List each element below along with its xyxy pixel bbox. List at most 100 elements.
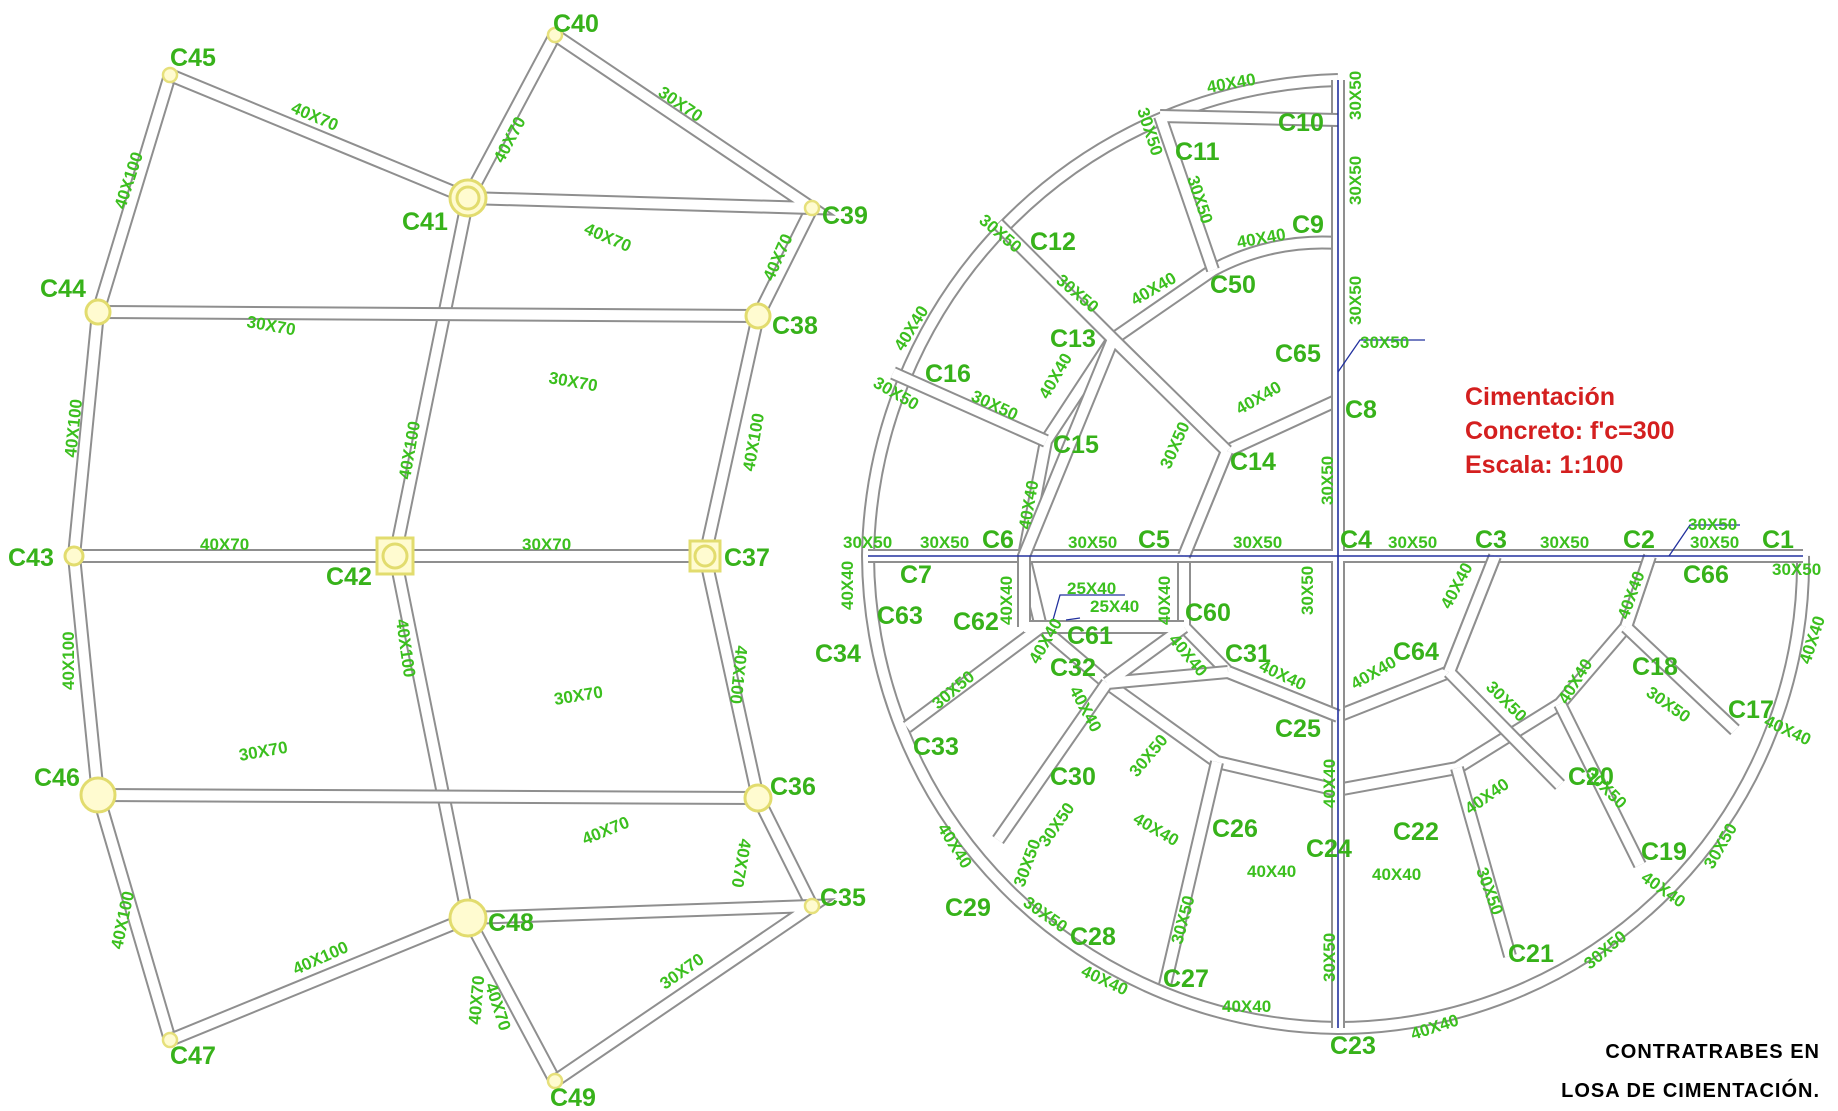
- column-label: C37: [724, 544, 770, 572]
- column-label: C31: [1225, 640, 1271, 668]
- column-label: C4: [1340, 526, 1372, 554]
- column-label: C21: [1508, 940, 1554, 968]
- beam-dimension-label: 30X50: [1346, 276, 1365, 325]
- column-node: [381, 542, 409, 570]
- column-label: C36: [770, 773, 816, 801]
- column-node: [803, 897, 821, 915]
- beam-dimension-label: 30X50: [1168, 894, 1199, 946]
- beam-dimension-label: 30X70: [237, 738, 289, 765]
- column-label: C5: [1138, 526, 1170, 554]
- column-label: C50: [1210, 271, 1256, 299]
- column-label: C64: [1393, 638, 1439, 666]
- beam-dimension-label: 30X50: [1688, 515, 1737, 534]
- column-label: C63: [877, 602, 923, 630]
- beam-dimension-label: 30X50: [1156, 419, 1193, 472]
- beam-dimension-label: 40X40: [1222, 997, 1271, 1016]
- column-labels: C40 C45 C41 C39 C44 C38 C43 C42 C37 C46 …: [8, 10, 1794, 1111]
- beam-dimension-label: 40X100: [59, 631, 78, 690]
- column-label: C40: [553, 10, 599, 38]
- beam-dimension-label: 40X70: [579, 813, 632, 849]
- beam-dimension-label: 30X50: [1472, 865, 1507, 918]
- beam-dimension-label: 40X100: [739, 412, 768, 473]
- column-label: C34: [815, 640, 861, 668]
- column-label: C3: [1475, 526, 1507, 554]
- beam-dimension-label: 30X50: [1540, 533, 1589, 552]
- column-node: [448, 898, 488, 938]
- column-label: C27: [1163, 965, 1209, 993]
- note-concrete: Concreto: f'c=300: [1465, 417, 1675, 445]
- column-label: C44: [40, 275, 86, 303]
- column-label: C16: [925, 360, 971, 388]
- column-label: C24: [1306, 835, 1352, 863]
- column-node: [743, 783, 773, 813]
- column-label: C7: [900, 561, 932, 589]
- beam-dimension-label: 25X40: [1067, 579, 1116, 598]
- beam-dimension-label: 40X70: [200, 535, 249, 554]
- column-label: C29: [945, 894, 991, 922]
- beam-dimension-label: 30X70: [553, 682, 605, 708]
- column-node: [546, 1072, 564, 1090]
- beam-dimension-label: 30X50: [1360, 333, 1409, 352]
- beam-dimension-label: 30X50: [1690, 533, 1739, 552]
- column-label: C62: [953, 608, 999, 636]
- column-node: [161, 66, 179, 84]
- column-label: C42: [326, 563, 372, 591]
- column-node: [693, 544, 717, 568]
- column-node: [546, 26, 564, 44]
- column-label: C32: [1050, 654, 1096, 682]
- column-label: C1: [1762, 526, 1794, 554]
- column-label: C65: [1275, 340, 1321, 368]
- column-label: C30: [1050, 763, 1096, 791]
- column-node: [803, 199, 821, 217]
- beam-dimension-label: 30X50: [1298, 566, 1317, 615]
- column-label: C43: [8, 544, 54, 572]
- beam-dimension-label: 40X40: [1320, 759, 1339, 808]
- column-node: [455, 185, 481, 211]
- column-label: C14: [1230, 448, 1276, 476]
- column-label: C11: [1175, 138, 1220, 166]
- right-beams: [860, 73, 1811, 1036]
- beam-dimension-label: 30X70: [547, 368, 599, 395]
- beam-dimension-label: 30X50: [1126, 731, 1172, 781]
- beam-dimension-label: 40X40: [997, 576, 1016, 625]
- column-label: C39: [822, 202, 868, 230]
- column-label: C9: [1292, 211, 1324, 239]
- beam-dimension-label: 40X70: [465, 975, 488, 1026]
- column-label: C10: [1278, 109, 1324, 137]
- column-node: [744, 302, 772, 330]
- beam-dimension-label: 30X50: [920, 533, 969, 552]
- column-node: [79, 776, 117, 814]
- beam-dimension-label: 30X50: [1346, 71, 1365, 120]
- beam-dimension-label: 30X50: [843, 533, 892, 552]
- column-label: C6: [982, 526, 1014, 554]
- column-label: C66: [1683, 561, 1729, 589]
- beam-dimension-label: 30X70: [522, 535, 571, 554]
- column-label: C25: [1275, 715, 1321, 743]
- column-label: C38: [772, 312, 818, 340]
- drawing-caption-line2: LOSA DE CIMENTACIÓN.: [1561, 1080, 1820, 1102]
- column-node: [84, 298, 112, 326]
- beam-dimension-label: 30X50: [1318, 456, 1337, 505]
- beam-dimension-label: 30X50: [1346, 156, 1365, 205]
- column-label: C8: [1345, 396, 1377, 424]
- beam-dimension-label: 30X50: [928, 667, 978, 713]
- column-node: [63, 545, 85, 567]
- beam-dimension-label: 30X50: [1388, 533, 1437, 552]
- foundation-notes: Cimentación Concreto: f'c=300 Escala: 1:…: [1465, 380, 1675, 482]
- note-title: Cimentación: [1465, 383, 1616, 411]
- beam-dimension-label: 25X40: [1090, 597, 1139, 616]
- beam-dimension-label: 40X70: [728, 837, 755, 889]
- column-label: C33: [913, 733, 959, 761]
- column-label: C22: [1393, 818, 1439, 846]
- beam-dimension-label: 30X50: [1233, 533, 1282, 552]
- beam-dimension-label: 40X40: [838, 561, 857, 610]
- beam-dimension-label: 40X40: [1247, 862, 1296, 881]
- column-label: C60: [1185, 599, 1231, 627]
- column-label: C18: [1632, 653, 1678, 681]
- drawing-caption-line1: CONTRATRABES EN: [1605, 1041, 1820, 1063]
- beam-dimension-label: 40X40: [1233, 377, 1285, 418]
- beam-dimension-label: 40X40: [1372, 865, 1421, 884]
- beam-dimension-label: 40X40: [1130, 809, 1182, 850]
- beam-dimension-label: 30X50: [1320, 933, 1339, 982]
